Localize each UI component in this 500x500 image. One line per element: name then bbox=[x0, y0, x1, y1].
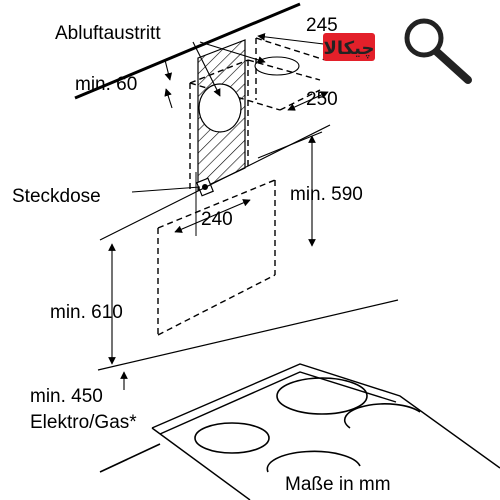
units-note-label: Maße in mm bbox=[285, 474, 391, 495]
watermark-red-block bbox=[323, 33, 375, 61]
dim-250-label: 250 bbox=[306, 89, 338, 110]
electric-gas-label: Elektro/Gas* bbox=[30, 412, 137, 433]
countertop-line bbox=[99, 443, 161, 473]
min-450-label: min. 450 bbox=[30, 386, 103, 407]
dim-245-label: 245 bbox=[306, 15, 338, 36]
ceiling-line bbox=[74, 2, 301, 100]
exhaust-outlet-circle bbox=[198, 83, 242, 133]
socket-label: Steckdose bbox=[12, 186, 101, 207]
dim-240 bbox=[174, 172, 251, 236]
watermark-logo: چیکالا bbox=[323, 18, 472, 84]
burner-front-left bbox=[194, 422, 270, 454]
burner-back-right bbox=[276, 377, 368, 415]
min-590-label: min. 590 bbox=[290, 184, 363, 205]
dim-240-label: 240 bbox=[201, 209, 233, 230]
magnifier-icon bbox=[404, 18, 472, 84]
cooktop bbox=[151, 363, 500, 500]
exhaust-outlet-pointers bbox=[192, 41, 266, 97]
min-610-label: min. 610 bbox=[50, 302, 123, 323]
burner-front-right bbox=[343, 403, 421, 429]
lower-chimney bbox=[157, 179, 276, 336]
watermark-text: چیکالا bbox=[324, 38, 375, 59]
min-60-label: min. 60 bbox=[75, 74, 137, 95]
outlet-ceiling-circle bbox=[254, 56, 300, 76]
dim-250 bbox=[287, 91, 329, 111]
socket-pointer bbox=[131, 186, 201, 193]
burner-bottom bbox=[266, 450, 361, 473]
exhaust-outlet-label: Abluftaustritt bbox=[55, 23, 161, 44]
dim-min-60 bbox=[164, 59, 173, 109]
